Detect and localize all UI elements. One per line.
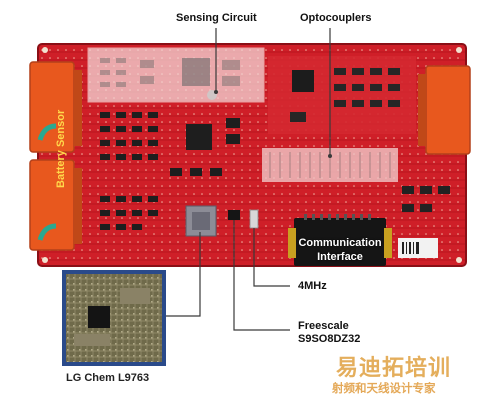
communication-interface-label: Communication Interface bbox=[298, 236, 382, 264]
battery-connector-top bbox=[29, 61, 82, 153]
chip-inset-photo bbox=[62, 270, 166, 366]
communication-label-line1: Communication bbox=[298, 237, 382, 249]
cell-monitor-rows bbox=[100, 112, 240, 230]
watermark-tagline: 射频和天线设计专家 bbox=[332, 381, 436, 395]
battery-connector-bottom bbox=[29, 159, 82, 251]
right-connector bbox=[418, 65, 471, 155]
mounting-hole bbox=[42, 47, 48, 53]
cell-monitor-chip bbox=[185, 205, 217, 237]
optocoupler-area bbox=[268, 56, 416, 134]
mounting-hole bbox=[456, 257, 462, 263]
crystal-oscillator bbox=[249, 209, 259, 229]
mcu-label-line2: S9SO8DZ32 bbox=[298, 333, 361, 345]
optocouplers-label: Optocouplers bbox=[300, 12, 372, 24]
mcu-label-line1: Freescale bbox=[298, 320, 349, 332]
communication-interface-block bbox=[288, 214, 392, 266]
sensing-circuit-area bbox=[87, 47, 265, 103]
chip-inset-label: LG Chem L9763 bbox=[66, 372, 150, 384]
battery-sensor-label: Battery Sensor bbox=[55, 109, 67, 188]
communication-label-line2: Interface bbox=[317, 251, 363, 263]
mounting-hole bbox=[42, 257, 48, 263]
chip bbox=[292, 70, 314, 92]
clock-label: 4MHz bbox=[298, 280, 327, 292]
watermark-brand: 易迪拓培训 bbox=[336, 356, 452, 381]
right-components bbox=[402, 186, 450, 212]
mcu-chip bbox=[228, 210, 240, 220]
clock-callout bbox=[253, 228, 290, 287]
mounting-hole bbox=[456, 47, 462, 53]
chip-inset-callout bbox=[166, 232, 201, 317]
callout-lines bbox=[166, 28, 332, 331]
chip bbox=[186, 124, 212, 150]
mcu-callout bbox=[233, 220, 290, 331]
sensing-circuit-label: Sensing Circuit bbox=[176, 12, 257, 24]
